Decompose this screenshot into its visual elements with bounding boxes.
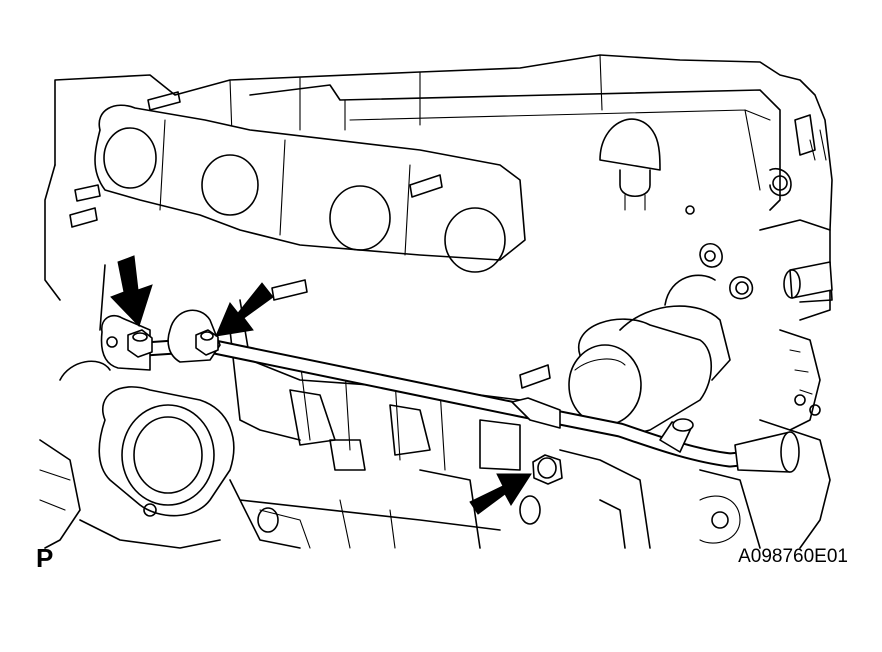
arrow-icon-bolt-lower xyxy=(469,473,532,515)
bolt-lower xyxy=(532,454,563,485)
view-letter-label: P xyxy=(36,543,54,573)
figure-id-label: A098760E01 xyxy=(738,546,848,567)
pipe-bracket-lower xyxy=(511,397,561,429)
arrow-icon-bolt-center xyxy=(215,282,274,337)
engine-block-outline xyxy=(39,54,833,549)
arrow-icon-bolt-left xyxy=(110,255,153,327)
bolt-center xyxy=(195,329,219,356)
bolt-left xyxy=(127,329,153,358)
